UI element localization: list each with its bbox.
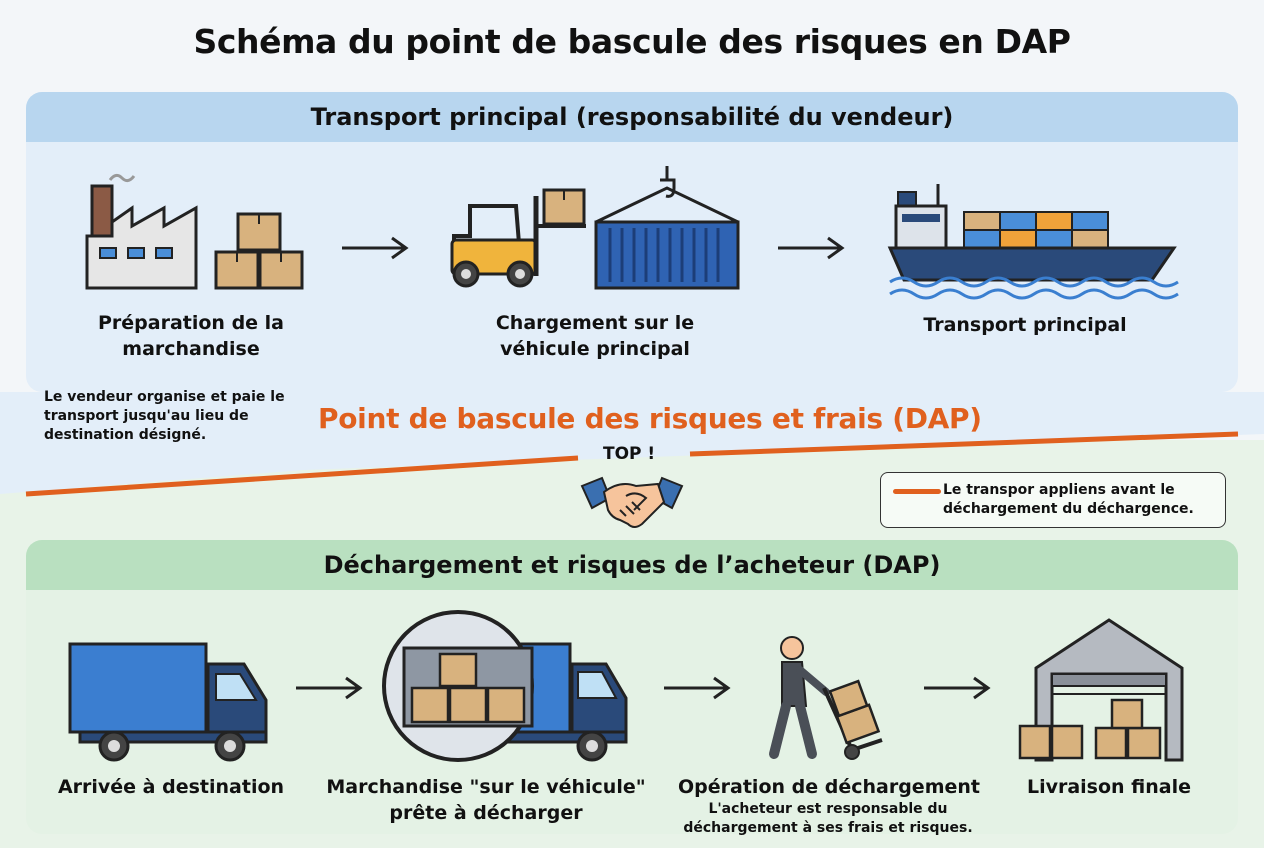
loaded-truck-icon (382, 610, 628, 762)
step-label-ready: Marchandise "sur le véhicule" prête à dé… (326, 776, 646, 824)
legend-line-swatch (893, 489, 941, 494)
step-label-loading: Chargement sur le véhicule principal (495, 312, 695, 360)
top-label: TOP ! (603, 444, 656, 464)
arrow-right-icon (924, 676, 991, 700)
pivot-label: Point de bascule des risques et frais (D… (318, 402, 982, 435)
factory-icon (85, 173, 304, 290)
handshake-icon (580, 476, 684, 528)
step-label-main-transport: Transport principal (923, 314, 1127, 336)
seller-panel-heading: Transport principal (responsabilité du v… (26, 92, 1238, 142)
warehouse-icon (1018, 618, 1184, 762)
step-label-unloading: Opération de déchargement (678, 776, 980, 798)
buyer-panel-heading: Déchargement et risques de l’acheteur (D… (26, 540, 1238, 590)
arrow-right-icon (664, 676, 731, 700)
unloading-note: L'acheteur est responsable du déchargeme… (683, 801, 973, 836)
arrow-right-icon (778, 236, 845, 260)
arrow-right-icon (296, 676, 363, 700)
forklift-container-icon (450, 166, 740, 290)
seller-note: Le vendeur organise et paie le transport… (44, 389, 285, 443)
step-label-final-delivery: Livraison finale (1026, 776, 1192, 798)
pivot-legend: Le transpor appliens avant le déchargeme… (880, 472, 1226, 528)
arrow-right-icon (342, 236, 409, 260)
step-label-arrival: Arrivée à destination (57, 776, 285, 798)
truck-icon (68, 642, 268, 762)
cargo-ship-icon (887, 184, 1179, 300)
legend-text: Le transpor appliens avant le déchargeme… (943, 482, 1194, 517)
hand-truck-worker-icon (769, 636, 883, 760)
step-label-preparation: Préparation de la marchandise (97, 312, 285, 360)
page-title: Schéma du point de bascule des risques e… (193, 22, 1071, 61)
